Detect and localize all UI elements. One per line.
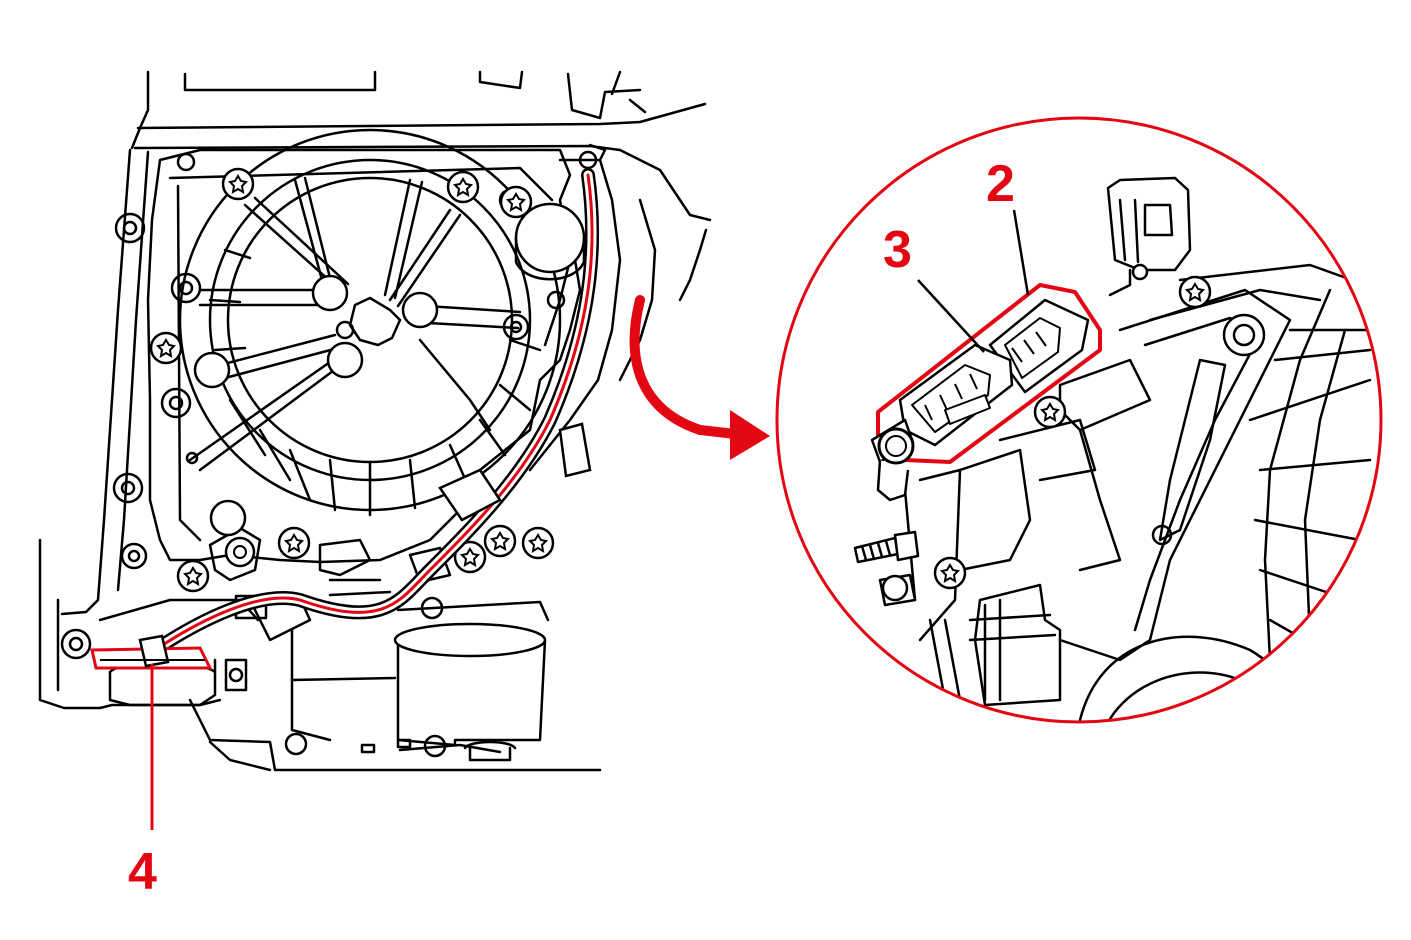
wiring-harness-highlight: [90, 168, 600, 670]
curved-arrow-icon: [629, 295, 770, 460]
detail-view: [853, 176, 1381, 722]
housing-round-bolts: [224, 536, 256, 568]
leader-line-3: [917, 279, 985, 353]
spoke-knobs: [193, 274, 439, 537]
connector-assembly-highlight: [870, 283, 1102, 502]
transmission-housing: [38, 70, 712, 772]
detail-circle: [775, 116, 1383, 724]
callout-4: 4: [128, 843, 157, 901]
callout-2: 2: [986, 155, 1015, 213]
callout-3: 3: [883, 221, 912, 279]
leader-line-2: [1012, 209, 1030, 296]
